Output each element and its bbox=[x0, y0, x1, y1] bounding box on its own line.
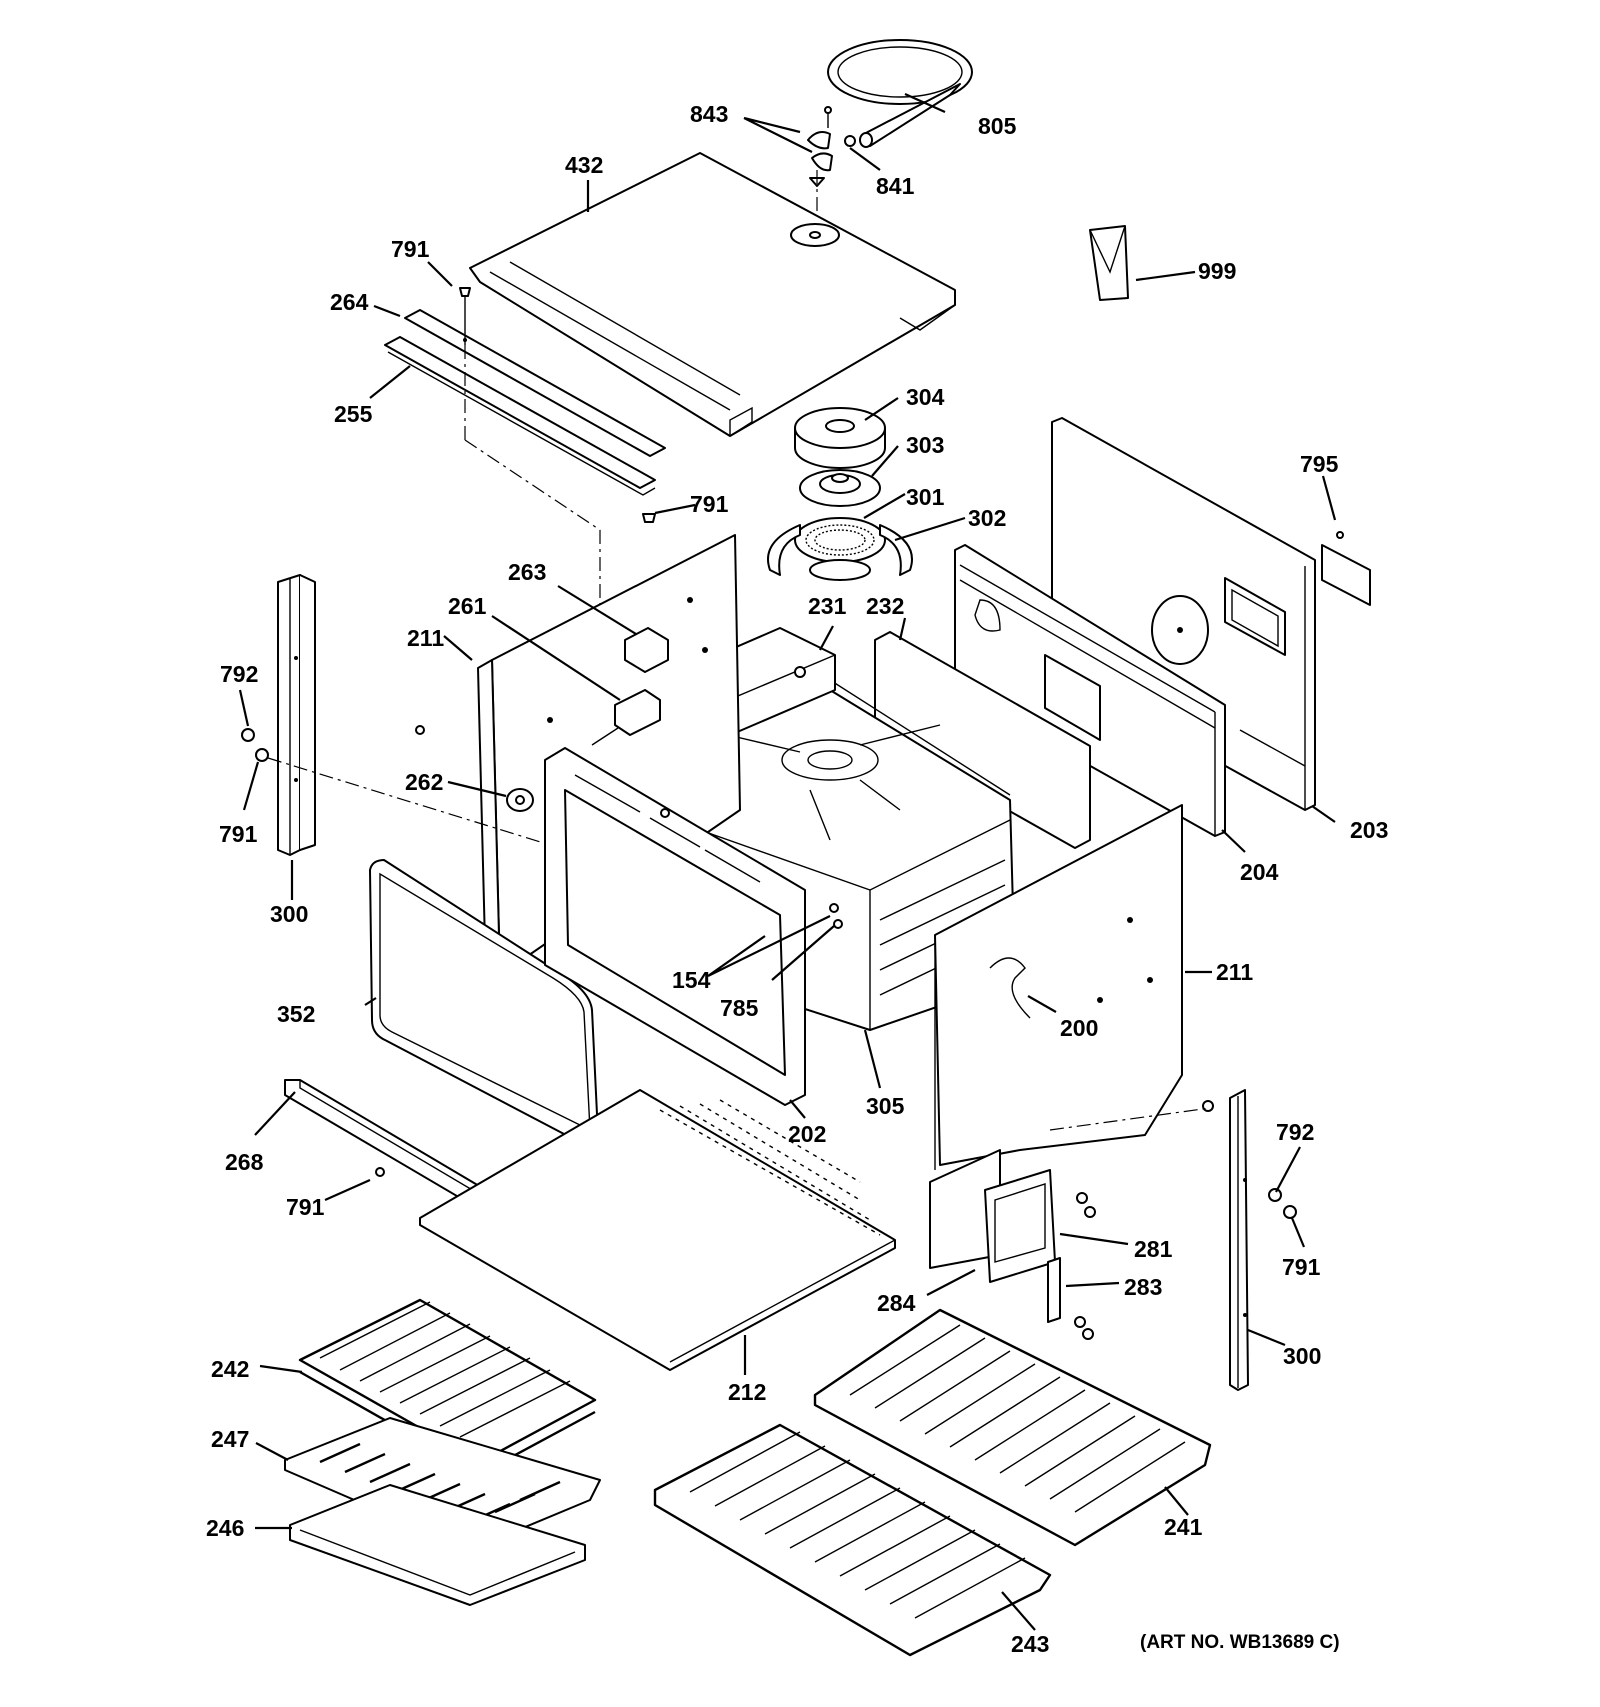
callout-805: 805 bbox=[978, 113, 1017, 139]
callout-795: 795 bbox=[1300, 451, 1339, 477]
callout-785: 785 bbox=[720, 995, 759, 1021]
sensor-bracket-part-263 bbox=[624, 627, 669, 673]
rear-wall-part-203 bbox=[1051, 417, 1316, 811]
fan-cover-part-304 bbox=[794, 407, 886, 469]
literature-part-999 bbox=[1089, 225, 1129, 301]
callout-202: 202 bbox=[788, 1121, 826, 1147]
light-socket-part-262 bbox=[415, 725, 534, 812]
oven-bottom-part-212 bbox=[419, 1089, 896, 1371]
callout-211: 211 bbox=[1216, 959, 1253, 985]
callout-242: 242 bbox=[211, 1356, 249, 1382]
callout-246: 246 bbox=[206, 1515, 244, 1541]
sensor-part-261 bbox=[591, 689, 661, 746]
front-frame-part-202 bbox=[544, 747, 843, 1106]
callout-304: 304 bbox=[906, 384, 945, 410]
callout-232: 232 bbox=[866, 593, 904, 619]
callout-843: 843 bbox=[690, 101, 728, 127]
callout-791: 791 bbox=[1282, 1254, 1321, 1280]
callout-284: 284 bbox=[877, 1290, 916, 1316]
callout-791: 791 bbox=[286, 1194, 325, 1220]
trim-channel-part-255 bbox=[384, 336, 656, 496]
callout-211: 211 bbox=[407, 625, 444, 651]
callout-305: 305 bbox=[866, 1093, 905, 1119]
callout-203: 203 bbox=[1350, 817, 1388, 843]
callout-302: 302 bbox=[968, 505, 1006, 531]
fan-blade-part-303 bbox=[799, 469, 881, 507]
rack-part-243 bbox=[653, 1423, 1052, 1657]
side-trim-right-part-300 bbox=[1229, 1089, 1249, 1391]
callout-432: 432 bbox=[565, 152, 603, 178]
callout-352: 352 bbox=[277, 1001, 315, 1027]
clamp-part-843 bbox=[807, 106, 856, 218]
cover-plate-part-795 bbox=[1321, 531, 1371, 606]
callout-labels: 843 805 841 432 999 791 264 255 791 304 … bbox=[206, 101, 1388, 1657]
callout-791: 791 bbox=[391, 236, 430, 262]
callout-300: 300 bbox=[1283, 1343, 1321, 1369]
callout-268: 268 bbox=[225, 1149, 264, 1175]
callout-200: 200 bbox=[1060, 1015, 1098, 1041]
callout-241: 241 bbox=[1164, 1514, 1203, 1540]
broiler-grid-part-247 bbox=[284, 1417, 601, 1551]
shim-part-283 bbox=[1047, 1257, 1061, 1323]
callout-301: 301 bbox=[906, 484, 945, 510]
callout-204: 204 bbox=[1240, 859, 1279, 885]
callout-262: 262 bbox=[405, 769, 443, 795]
art-number: (ART NO. WB13689 C) bbox=[1140, 1632, 1340, 1653]
callout-303: 303 bbox=[906, 432, 944, 458]
screws-281-group bbox=[1049, 1100, 1214, 1340]
callout-300: 300 bbox=[270, 901, 308, 927]
rack-part-241 bbox=[813, 1308, 1212, 1547]
broiler-pan-part-246 bbox=[289, 1484, 586, 1606]
fan-bracket-part-302 bbox=[767, 524, 913, 581]
callout-841: 841 bbox=[876, 173, 915, 199]
callout-263: 263 bbox=[508, 559, 546, 585]
callout-154: 154 bbox=[672, 967, 711, 993]
screws-792-791-right bbox=[1268, 1188, 1297, 1219]
side-panel-right-part-211 bbox=[934, 804, 1183, 1170]
callout-281: 281 bbox=[1134, 1236, 1173, 1262]
callout-792: 792 bbox=[1276, 1119, 1314, 1145]
screw-791-top bbox=[459, 287, 656, 720]
callout-243: 243 bbox=[1011, 1631, 1049, 1657]
callout-999: 999 bbox=[1198, 258, 1236, 284]
fan-element-part-301 bbox=[794, 517, 886, 563]
screws-792-791-left bbox=[241, 728, 561, 849]
callout-264: 264 bbox=[330, 289, 369, 315]
callout-212: 212 bbox=[728, 1379, 766, 1405]
callout-247: 247 bbox=[211, 1426, 249, 1452]
power-cord-part-805 bbox=[827, 39, 973, 148]
leader-lines bbox=[238, 92, 1337, 1631]
callout-231: 231 bbox=[808, 593, 847, 619]
top-panel-part-432 bbox=[469, 152, 956, 437]
callout-791: 791 bbox=[219, 821, 258, 847]
callout-283: 283 bbox=[1124, 1274, 1162, 1300]
side-trim-left-part-300 bbox=[277, 574, 316, 856]
callout-792: 792 bbox=[220, 661, 258, 687]
callout-261: 261 bbox=[448, 593, 487, 619]
callout-255: 255 bbox=[334, 401, 373, 427]
hinge-bracket-part-281 bbox=[929, 1149, 1056, 1283]
callout-791: 791 bbox=[690, 491, 729, 517]
